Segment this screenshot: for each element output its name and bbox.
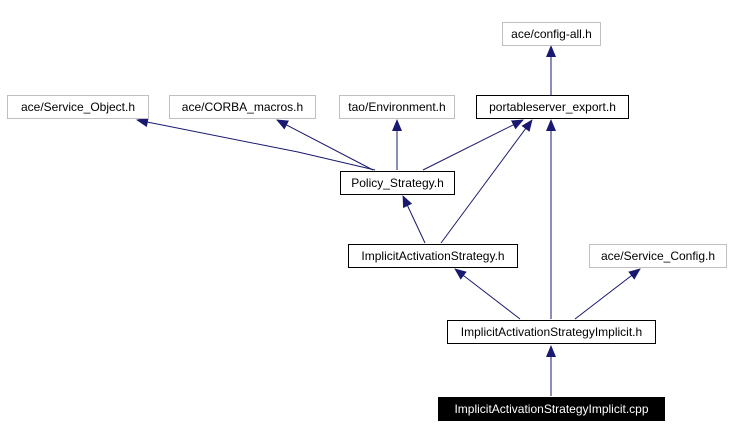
edge-activation-strategy-to-portableserver-export <box>440 119 533 244</box>
node-config-all[interactable]: ace/config-all.h <box>502 22 601 46</box>
edge-implicit-h-to-activation-strategy <box>454 268 521 320</box>
node-environment[interactable]: tao/Environment.h <box>339 95 455 119</box>
edge-policy-strategy-to-corba-macros <box>276 119 374 171</box>
edge-policy-strategy-to-service-object <box>136 117 376 171</box>
node-implicit-activation-strategy-implicit-cpp[interactable]: ImplicitActivationStrategyImplicit.cpp <box>438 397 665 421</box>
node-implicit-activation-strategy[interactable]: ImplicitActivationStrategy.h <box>348 244 518 268</box>
edge-activation-strategy-to-policy-strategy <box>402 195 426 244</box>
node-implicit-activation-strategy-implicit-h[interactable]: ImplicitActivationStrategyImplicit.h <box>447 320 656 344</box>
edge-policy-strategy-to-portableserver-export <box>422 119 524 171</box>
edge-implicit-h-to-service-config <box>574 268 641 320</box>
node-policy-strategy[interactable]: Policy_Strategy.h <box>340 171 455 195</box>
node-service-object[interactable]: ace/Service_Object.h <box>7 95 149 119</box>
node-service-config[interactable]: ace/Service_Config.h <box>589 244 727 268</box>
node-corba-macros[interactable]: ace/CORBA_macros.h <box>169 95 316 119</box>
node-portableserver-export[interactable]: portableserver_export.h <box>476 95 629 119</box>
